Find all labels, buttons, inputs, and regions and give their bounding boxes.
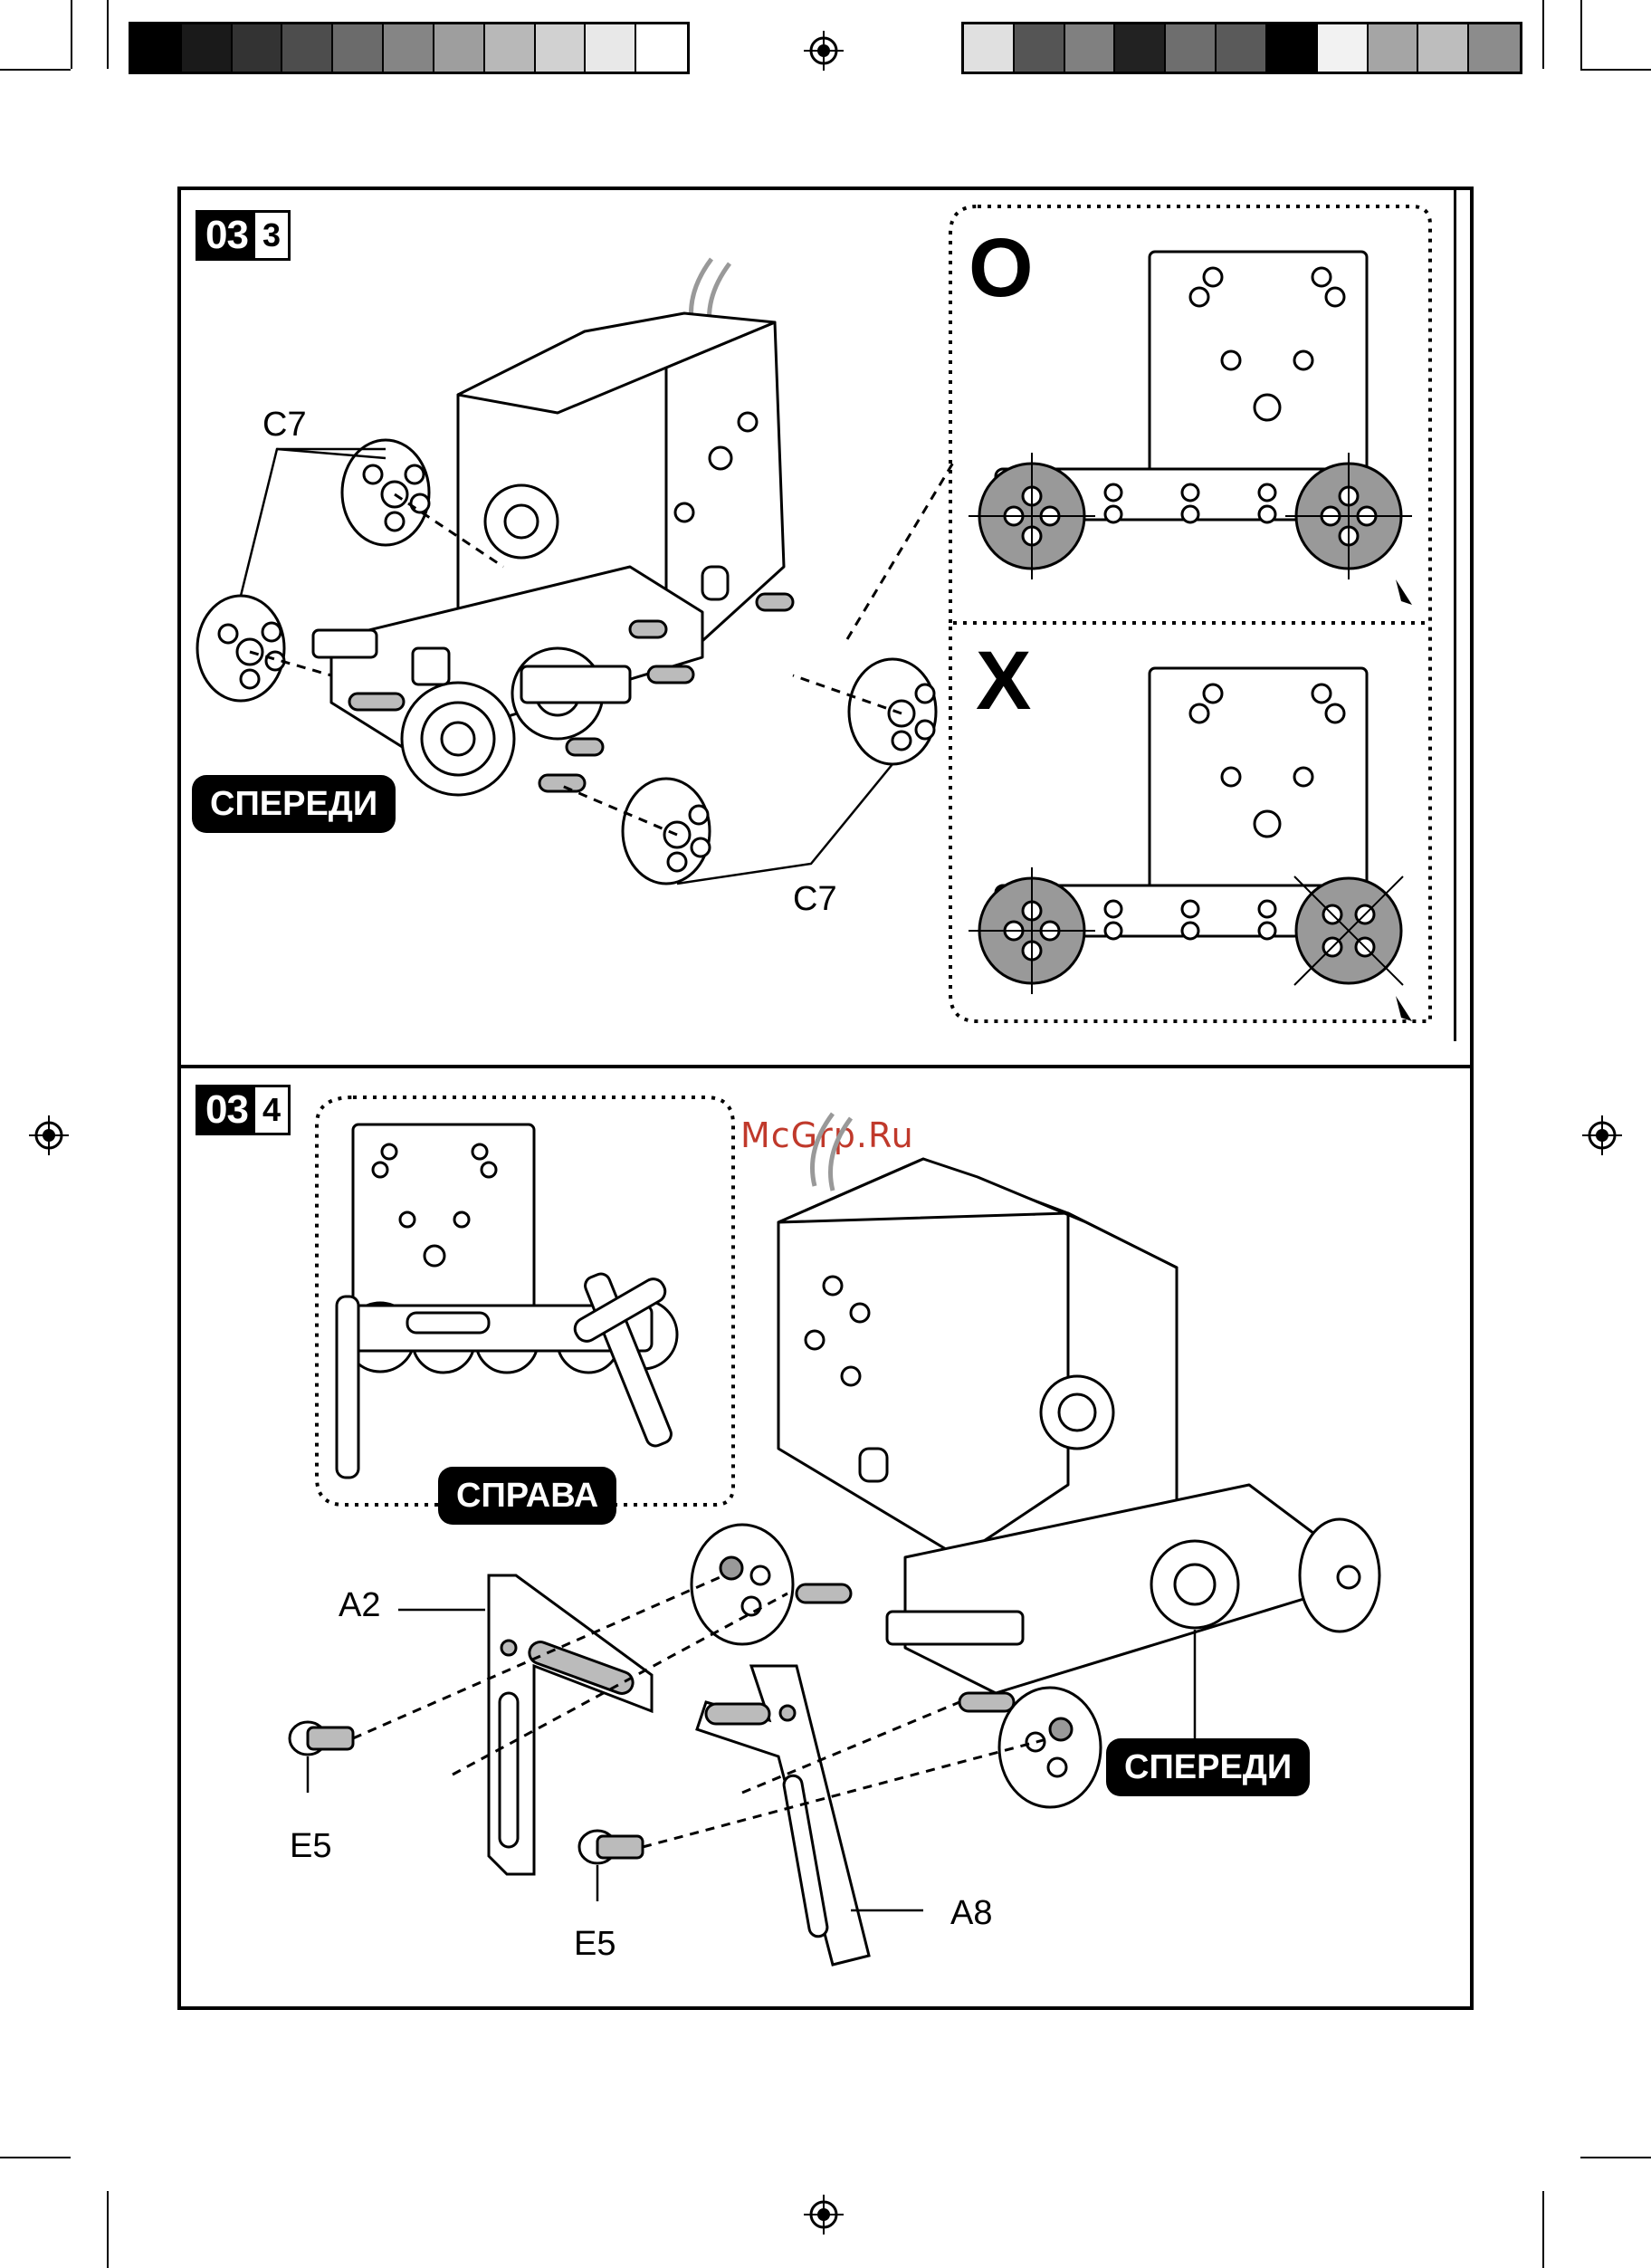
color-swatch [964, 24, 1015, 72]
color-swatch [384, 24, 434, 72]
crop-mark [1580, 0, 1582, 69]
color-swatch [536, 24, 587, 72]
step-number: 03 [198, 1087, 255, 1133]
part-label-e5-left: E5 [290, 1827, 331, 1866]
color-swatch [233, 24, 283, 72]
wrong-mark: X [976, 639, 1031, 723]
part-label-c7-upper: C7 [262, 406, 307, 445]
color-swatch [1369, 24, 1419, 72]
color-swatch [282, 24, 333, 72]
correct-mark: O [969, 226, 1034, 310]
crop-mark [1580, 2157, 1651, 2158]
color-swatch [1065, 24, 1116, 72]
part-label-e5-right: E5 [574, 1925, 616, 1964]
color-swatch [131, 24, 182, 72]
panel-edge-line [1454, 190, 1456, 1041]
crop-mark [1580, 69, 1651, 71]
color-calibration-bar-left [129, 22, 690, 74]
front-label-pill: СПЕРЕДИ [192, 775, 396, 833]
color-calibration-bar-right [961, 22, 1522, 74]
leg-assembly-illustration [272, 1105, 1385, 2001]
crop-mark [0, 2157, 71, 2158]
color-swatch [1217, 24, 1267, 72]
color-swatch [636, 24, 687, 72]
color-swatch [485, 24, 536, 72]
part-label-a2: A2 [339, 1586, 380, 1625]
front-label-pill: СПЕРЕДИ [1106, 1738, 1310, 1796]
color-swatch [1115, 24, 1166, 72]
color-swatch [333, 24, 384, 72]
registration-mark-icon [1582, 1115, 1622, 1155]
color-swatch [586, 24, 636, 72]
correct-wrong-inset [941, 206, 1448, 1030]
color-swatch [1418, 24, 1469, 72]
color-swatch [1015, 24, 1065, 72]
part-label-a8: A8 [950, 1894, 992, 1933]
crop-mark [107, 0, 109, 69]
registration-mark-icon [804, 2195, 844, 2235]
crop-mark [71, 0, 72, 69]
color-swatch [1469, 24, 1520, 72]
color-swatch [1166, 24, 1217, 72]
registration-mark-icon [804, 31, 844, 71]
registration-mark-icon [29, 1115, 69, 1155]
crop-mark [107, 2191, 109, 2268]
crop-mark [1542, 0, 1544, 69]
color-swatch [1318, 24, 1369, 72]
color-swatch [434, 24, 485, 72]
color-swatch [1267, 24, 1318, 72]
part-label-c7-lower: C7 [793, 880, 837, 919]
crop-mark [0, 69, 71, 71]
crop-mark [1542, 2191, 1544, 2268]
color-swatch [182, 24, 233, 72]
